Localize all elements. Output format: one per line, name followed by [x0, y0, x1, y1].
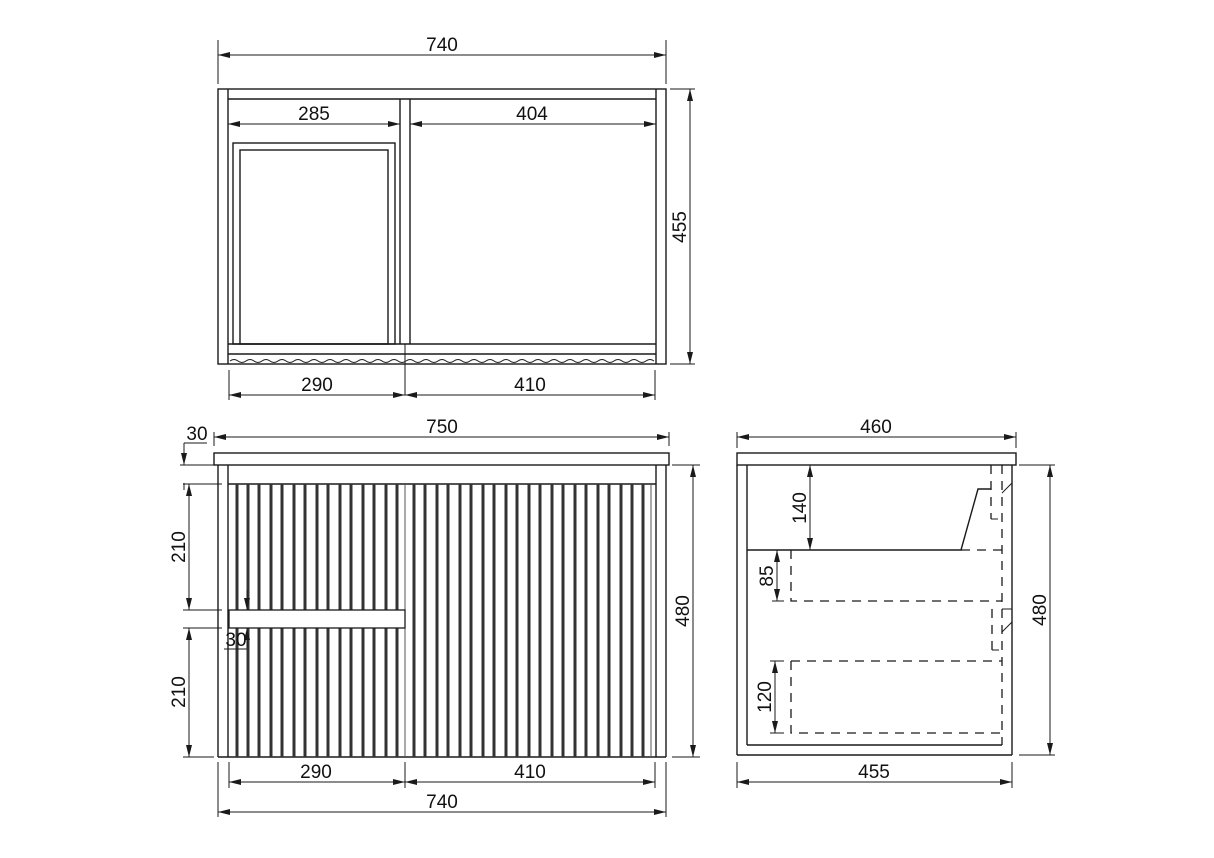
side-view: 460 140 85 — [736, 417, 1055, 788]
front-left-door-width-label: 290 — [300, 762, 332, 783]
door-handle-bar — [228, 609, 406, 629]
top-left-door-width-label: 290 — [301, 375, 333, 396]
side-basin-depth-label: 140 — [790, 492, 811, 524]
top-left-inner-width-label: 285 — [298, 104, 330, 125]
front-lower-door-height-label: 210 — [169, 676, 190, 708]
top-right-door-width-label: 410 — [514, 375, 546, 396]
front-top-overhang-label: 30 — [186, 424, 207, 445]
front-right-door-width-label: 410 — [514, 762, 546, 783]
front-handle-gap-label: 30 — [225, 630, 246, 651]
top-depth-label: 455 — [670, 211, 691, 243]
side-upper-drawer-height-label: 85 — [757, 565, 778, 586]
front-overall-height-label: 480 — [673, 595, 694, 627]
front-view: 750 30 — [169, 417, 700, 817]
front-upper-door-height-label: 210 — [169, 531, 190, 563]
top-right-inner-width-label: 404 — [516, 104, 548, 125]
side-lower-drawer-height-label: 120 — [755, 681, 776, 713]
front-body-width-label: 740 — [426, 792, 458, 813]
side-body-depth-label: 455 — [858, 762, 890, 783]
side-top-depth-label: 460 — [860, 417, 892, 438]
side-overall-height-label: 480 — [1030, 594, 1051, 626]
front-top-width-label: 750 — [426, 417, 458, 438]
top-view: 740 285 404 455 290 410 — [217, 35, 695, 400]
top-overall-width-label: 740 — [426, 35, 458, 56]
fluted-door-slats — [235, 484, 652, 757]
